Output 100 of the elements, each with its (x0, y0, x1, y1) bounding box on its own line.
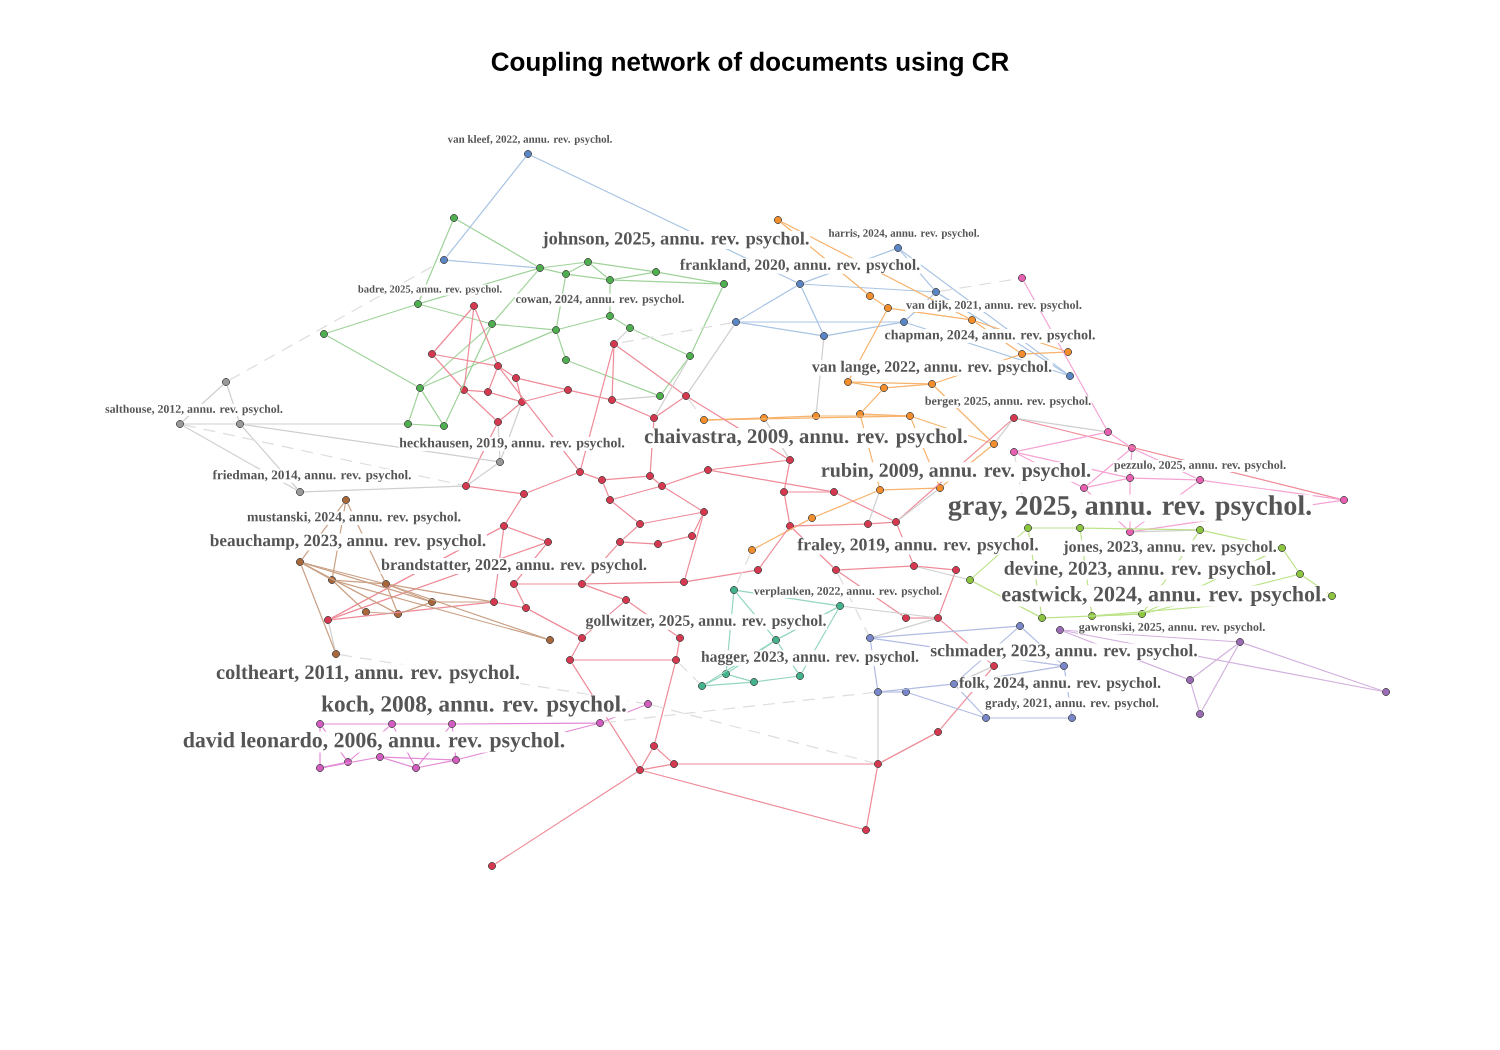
link-line (590, 263, 608, 279)
node-label: koch, 2008, annu. rev. psychol. (320, 694, 628, 718)
link-line (872, 297, 886, 307)
link-line (1133, 529, 1197, 533)
link-line (1133, 477, 1197, 481)
link-line (617, 322, 733, 344)
link-line (612, 501, 638, 523)
link-line (793, 523, 865, 527)
link-line (408, 391, 420, 421)
link-line (455, 722, 597, 725)
link-line (651, 704, 875, 764)
link-line (851, 382, 881, 388)
link-line (401, 602, 429, 614)
link-line (519, 378, 565, 390)
link-line (494, 771, 638, 865)
link-line (616, 330, 628, 342)
link-line (494, 270, 538, 322)
node-label: eastwick, 2024, annu. rev. psychol. (1000, 585, 1328, 607)
link-line (661, 536, 689, 544)
link-line (862, 390, 882, 412)
link-line (507, 526, 545, 542)
link-line (613, 272, 653, 280)
link-line (183, 423, 237, 425)
link-line (1192, 643, 1238, 679)
link-line (1201, 644, 1239, 712)
link-line (887, 383, 929, 389)
link-line (1086, 449, 1130, 487)
link-line (803, 283, 933, 293)
link-line (421, 390, 443, 424)
link-line (711, 470, 831, 492)
link-line (687, 570, 755, 582)
link-line (1083, 527, 1197, 531)
link-line (711, 459, 787, 471)
link-line (469, 485, 521, 495)
link-line (739, 322, 821, 336)
link-line (447, 259, 537, 269)
link-line (383, 757, 413, 768)
link-line (411, 423, 441, 427)
link-line (784, 463, 790, 489)
link-line (815, 490, 877, 518)
link-line (528, 609, 580, 637)
node-label: chaivastra, 2009, annu. rev. psychol. (643, 427, 969, 449)
link-line (500, 403, 520, 421)
link-line (435, 601, 491, 603)
link-line (463, 309, 475, 387)
link-line (1203, 479, 1341, 501)
link-line (643, 770, 863, 830)
link-line (302, 563, 396, 613)
link-line (421, 304, 489, 324)
link-line (395, 723, 449, 725)
link-line (705, 675, 724, 685)
link-line (705, 681, 751, 687)
link-line (419, 760, 453, 768)
link-line (499, 368, 579, 470)
link-line (622, 526, 638, 540)
link-line (868, 493, 880, 521)
node-label: schmader, 2023, annu. rev. psychol. (929, 643, 1199, 661)
link-line (303, 485, 463, 493)
link-line (843, 605, 935, 619)
link-line (1017, 432, 1105, 452)
link-line (784, 495, 790, 523)
link-line (326, 335, 418, 387)
link-line (228, 261, 442, 381)
link-line (623, 541, 655, 545)
link-line (515, 587, 525, 606)
link-line (323, 757, 377, 768)
link-line (1283, 550, 1299, 572)
link-line (613, 279, 721, 285)
link-line (643, 764, 671, 770)
link-line (1110, 433, 1130, 447)
link-line (500, 367, 514, 377)
link-line (693, 515, 703, 534)
link-line (183, 424, 463, 486)
link-line (995, 420, 1013, 442)
link-line (691, 287, 723, 353)
link-line (643, 512, 701, 524)
node-label: beauchamp, 2023, annu. rev. psychol. (209, 533, 487, 551)
link-line (583, 472, 599, 480)
node-label: fraley, 2019, annu. rev. psychol. (796, 537, 1040, 555)
link-line (613, 486, 659, 500)
link-line (656, 748, 672, 762)
link-line (327, 304, 415, 334)
link-line (467, 389, 485, 393)
node-label: jones, 2023, annu. rev. psychol. (1062, 540, 1278, 556)
link-line (543, 261, 585, 269)
link-line (303, 562, 429, 602)
link-line (495, 323, 553, 331)
link-line (656, 397, 684, 417)
link-line (1045, 613, 1139, 619)
link-line (497, 602, 523, 608)
link-line (571, 640, 581, 658)
link-line (909, 692, 983, 718)
link-line (664, 487, 702, 511)
link-line (389, 584, 429, 602)
title: Coupling network of documents using CR (491, 51, 1009, 77)
link-line (1243, 642, 1383, 692)
link-line (676, 641, 680, 657)
link-line (615, 401, 651, 418)
link-line (738, 285, 798, 321)
link-line (525, 390, 565, 402)
